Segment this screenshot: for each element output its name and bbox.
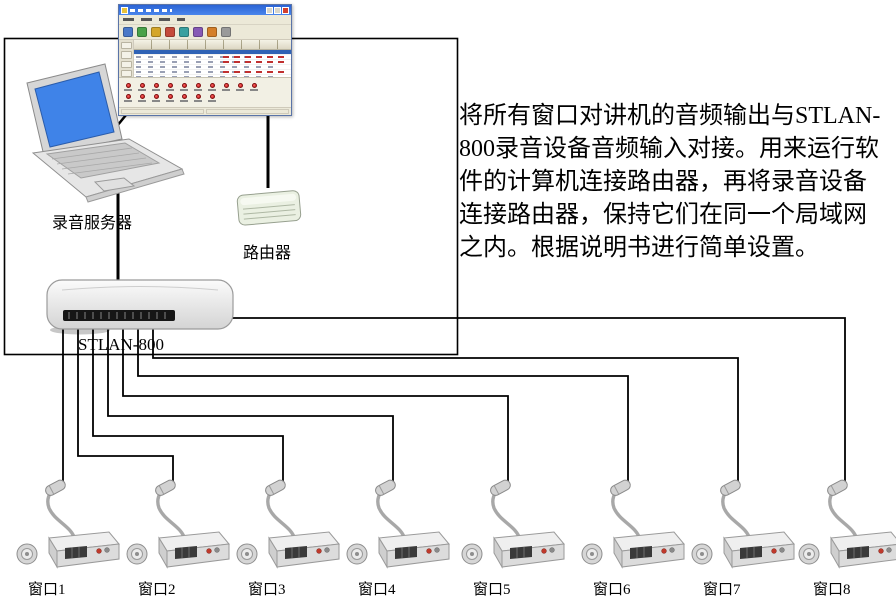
intercom-unit-1: [15, 476, 121, 569]
close-icon: [282, 6, 289, 14]
table-row: [134, 50, 291, 55]
description-line: 800录音设备音频输入对接。用来运行软: [459, 136, 879, 162]
mini-window-statusbar: [119, 107, 291, 115]
toolbar-icon: [123, 27, 133, 37]
maximize-icon: [274, 6, 281, 14]
unit-label-7: 窗口7: [703, 582, 741, 598]
table-row: [134, 55, 291, 60]
channel-indicators-panel: [119, 77, 291, 107]
mini-window-title-text: [130, 8, 172, 12]
table-row: [134, 70, 291, 75]
intercom-unit-3: [235, 476, 341, 569]
unit-label-1: 窗口1: [28, 582, 66, 598]
wires-recorder-to-units: [62, 317, 846, 484]
laptop-icon: [26, 63, 185, 203]
recorder-icon: [46, 279, 234, 335]
router-label: 路由器: [243, 245, 292, 262]
table-row: [134, 60, 291, 65]
mini-window-toolbar: [119, 25, 291, 40]
intercom-unit-2: [125, 476, 231, 569]
minimize-icon: [266, 6, 273, 14]
intercom-unit-5: [460, 476, 566, 569]
description-line: 之内。根据说明书进行简单设置。: [459, 235, 819, 261]
toolbar-icon: [137, 27, 147, 37]
table-row: [134, 65, 291, 70]
recorder-label: STLAN-800: [78, 335, 164, 354]
app-icon: [121, 6, 128, 14]
description-line: 连接路由器，保持它们在同一个局域网: [459, 202, 867, 228]
unit-label-6: 窗口6: [593, 582, 631, 598]
toolbar-icon: [165, 27, 175, 37]
recording-server-label: 录音服务器: [52, 215, 133, 232]
intercom-unit-7: [690, 476, 796, 569]
mini-window-sidebar: [119, 40, 134, 77]
intercom-unit-8: [797, 476, 896, 569]
toolbar-icon: [179, 27, 189, 37]
description-line: 将所有窗口对讲机的音频输出与STLAN-: [459, 103, 881, 129]
description-line: 件的计算机连接路由器，再将录音设备: [459, 169, 867, 195]
unit-label-8: 窗口8: [813, 582, 851, 598]
router-icon: [236, 190, 302, 226]
unit-label-4: 窗口4: [358, 582, 396, 598]
unit-label-2: 窗口2: [138, 582, 176, 598]
recording-software-window: [118, 4, 292, 116]
unit-label-3: 窗口3: [248, 582, 286, 598]
toolbar-icon: [151, 27, 161, 37]
intercom-unit-6: [580, 476, 686, 569]
connection-wires: [62, 114, 846, 484]
toolbar-icon: [221, 27, 231, 37]
toolbar-icon: [193, 27, 203, 37]
toolbar-icon: [207, 27, 217, 37]
table-row: [134, 75, 291, 77]
mini-window-table: [134, 40, 291, 77]
intercom-unit-4: [345, 476, 451, 569]
table-header: [134, 40, 291, 50]
unit-label-5: 窗口5: [473, 582, 511, 598]
mini-window-titlebar: [119, 5, 291, 15]
mini-window-menubar: [119, 15, 291, 25]
description-text: 将所有窗口对讲机的音频输出与STLAN- 800录音设备音频输入对接。用来运行软…: [459, 100, 895, 265]
window-controls: [266, 6, 289, 14]
recorder-display: [63, 310, 175, 321]
